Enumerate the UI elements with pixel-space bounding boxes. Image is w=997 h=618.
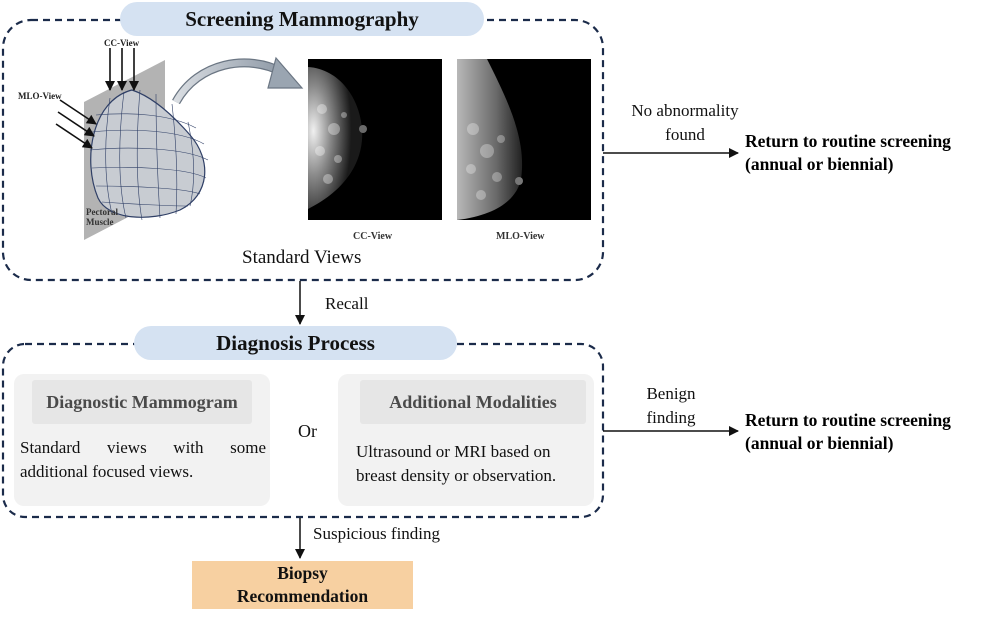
pectoral-muscle-label: Pectoral Muscle <box>86 207 118 227</box>
standard-views-label: Standard Views <box>242 247 362 268</box>
biopsy-recommendation-box: Biopsy Recommendation <box>192 561 413 609</box>
screening-title: Screening Mammography <box>120 2 484 36</box>
cc-view-caption: CC-View <box>353 231 393 242</box>
recall-label: Recall <box>325 294 369 313</box>
cc-view-image <box>308 59 442 220</box>
diagnosis-title: Diagnosis Process <box>134 326 457 360</box>
mlo-view-caption: MLO-View <box>496 231 545 242</box>
suspicious-label: Suspicious finding <box>313 524 441 543</box>
diagnostic-mammogram-card: Diagnostic Mammogram Standard views with… <box>14 374 270 506</box>
additional-modalities-title: Additional Modalities <box>360 380 586 424</box>
curved-arrow-icon <box>172 56 304 105</box>
diagnostic-mammogram-text: Standard views with some additional focu… <box>20 438 266 481</box>
cc-view-arrow-label: CC-View <box>104 38 140 48</box>
additional-modalities-card: Additional Modalities Ultrasound or MRI … <box>338 374 594 506</box>
outcome-routine-screening-top: Return to routine screening (annual or b… <box>745 131 951 174</box>
breast-illustration <box>55 48 209 240</box>
mlo-view-image <box>457 59 591 220</box>
outcome-routine-screening-middle: Return to routine screening (annual or b… <box>745 410 951 453</box>
screening-container <box>1 18 605 282</box>
mlo-view-arrow-label: MLO-View <box>18 91 62 101</box>
no-abnormality-label: No abnormality found <box>631 101 739 144</box>
or-connector: Or <box>298 421 317 441</box>
diagnostic-mammogram-title: Diagnostic Mammogram <box>32 380 252 424</box>
additional-modalities-text: Ultrasound or MRI based on breast densit… <box>356 442 557 485</box>
benign-label: Benign finding <box>646 384 696 427</box>
